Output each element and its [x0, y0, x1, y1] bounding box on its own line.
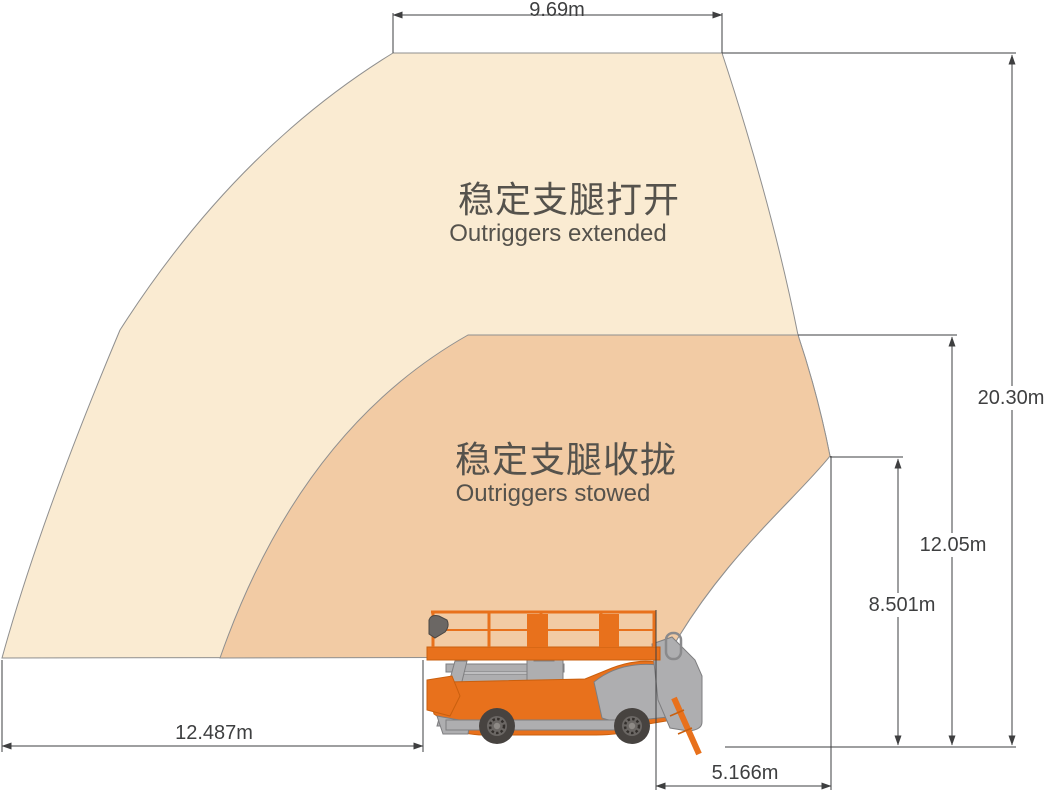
extended-region-label-zh: 稳定支腿打开 [457, 179, 681, 220]
machine-illustration [426, 610, 703, 756]
boom-rail-upper [445, 663, 565, 673]
underbody-plate [445, 719, 635, 731]
front-nose [426, 675, 461, 717]
stowed-envelope-shape [219, 334, 831, 659]
platform-panel [527, 614, 548, 647]
tower-rail [664, 631, 683, 661]
ladder-rung [669, 709, 685, 717]
stowed-region-label-en: Outriggers stowed [455, 480, 651, 507]
platform-winch [428, 615, 449, 639]
dimension-label-tip-height: 8.501m [865, 593, 939, 617]
rear-ladder [671, 696, 702, 756]
dimension-label-stowed-height: 12.05m [916, 533, 990, 557]
dimension-label-max-height: 20.30m [974, 386, 1045, 410]
front-wheel [479, 708, 515, 744]
rear-wheel [614, 708, 650, 744]
platform-panel [599, 614, 619, 647]
ladder-rung [677, 727, 693, 735]
stowed-region-label-zh: 稳定支腿收拢 [454, 439, 678, 480]
dimension-label-extended-reach: 12.487m [175, 722, 253, 744]
dimension-label-top-width: 9.69m [529, 0, 585, 21]
extended-region-label-en: Outriggers extended [449, 220, 667, 247]
work-platform [426, 610, 661, 661]
dimension-label-stowed-reach: 5.166m [711, 762, 779, 784]
